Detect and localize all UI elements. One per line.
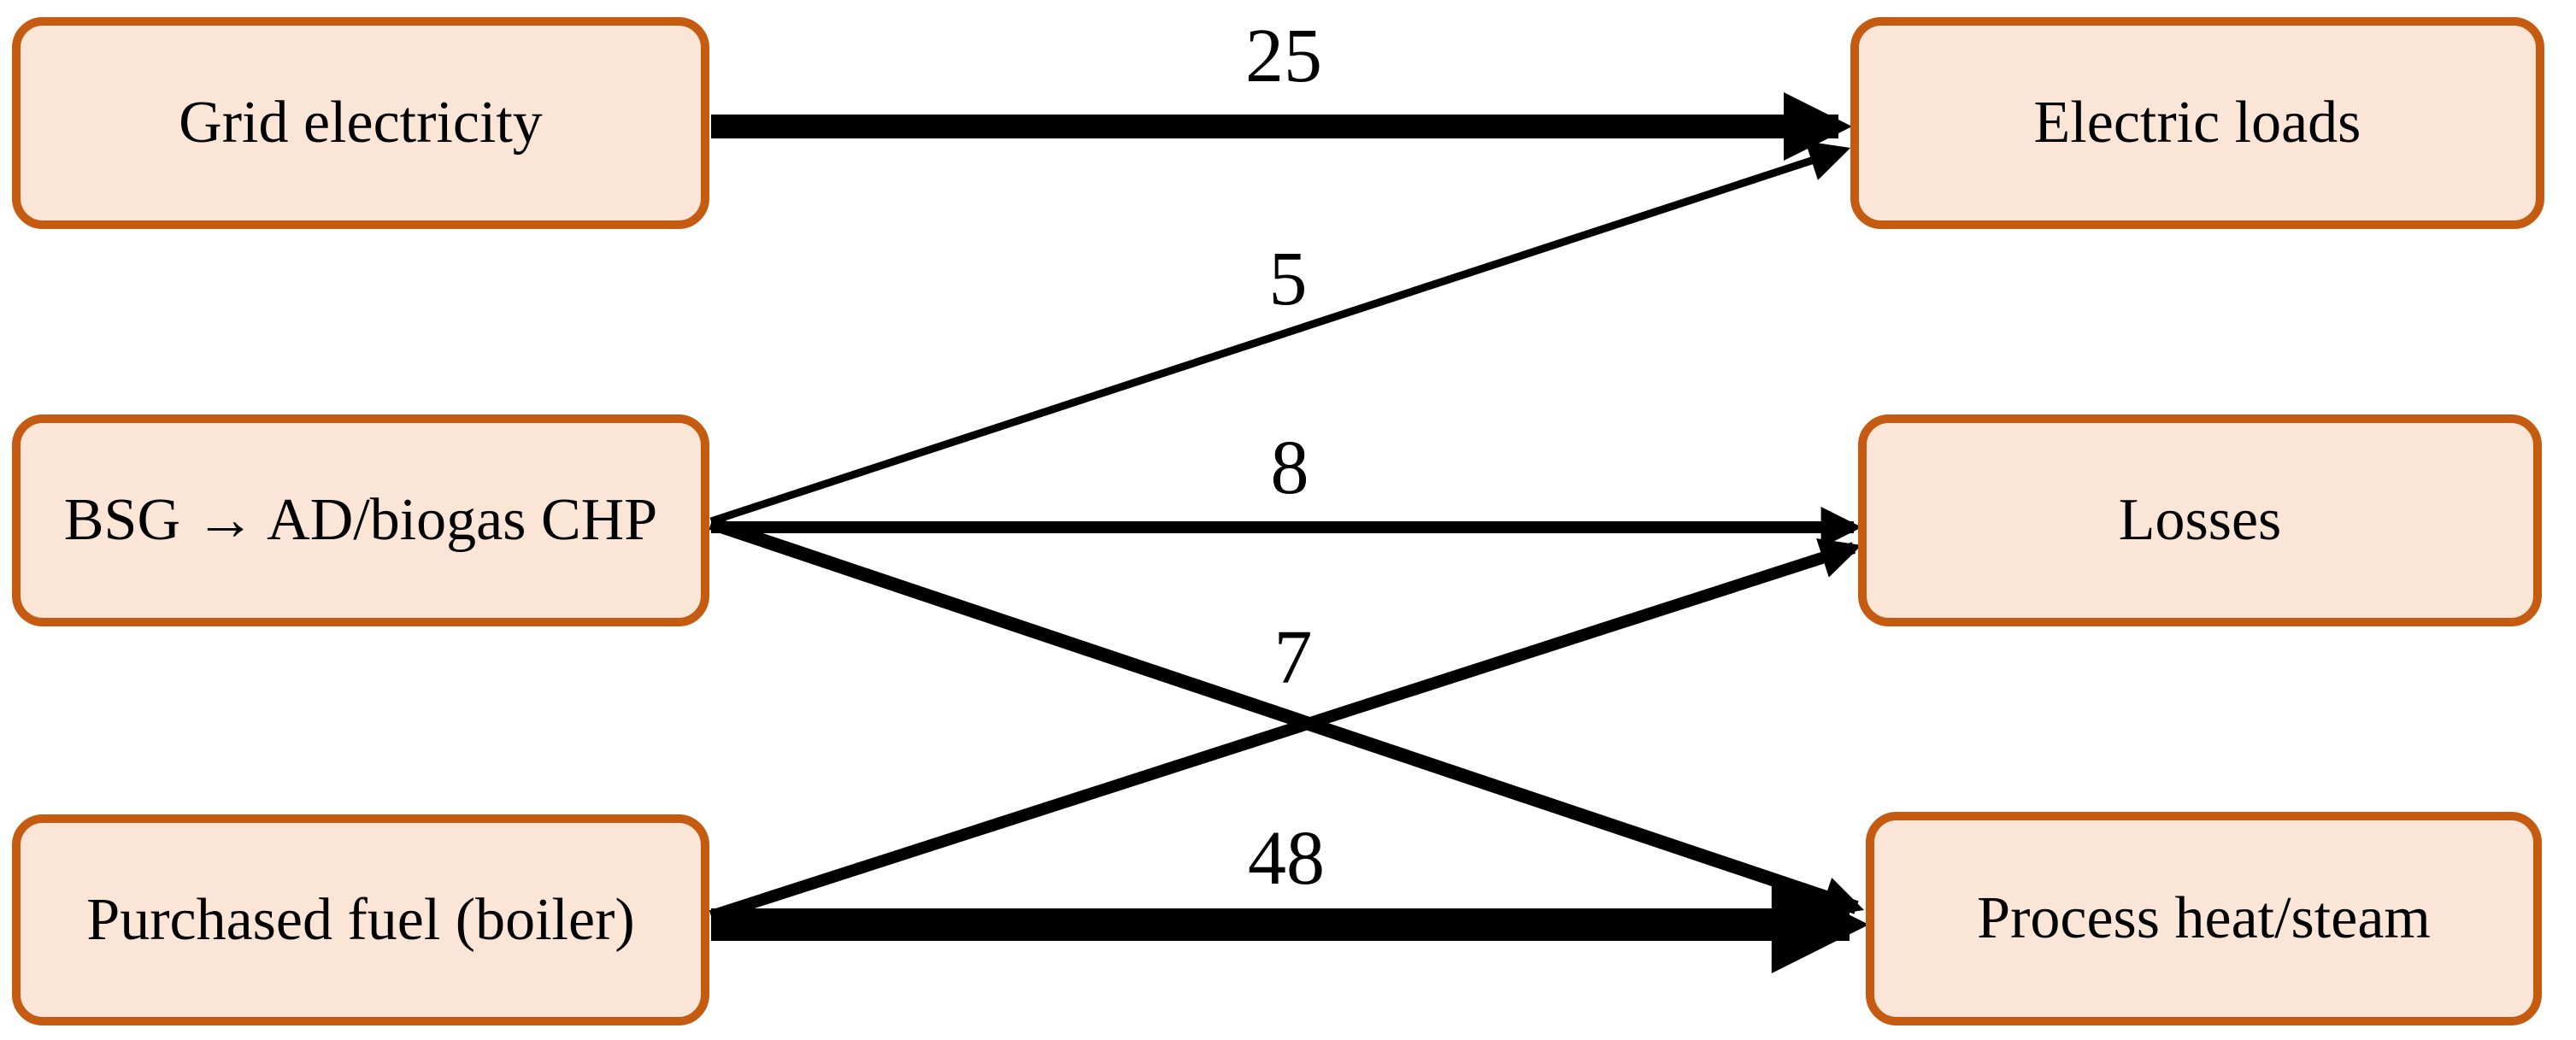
arrow-bsg-to-process-heat <box>709 516 1865 917</box>
node-losses: Losses <box>1858 414 2542 626</box>
node-electric-loads: Electric loads <box>1850 17 2544 229</box>
node-bsg-ad-biogas-chp: BSG → AD/biogas CHP <box>12 414 709 626</box>
node-label: Electric loads <box>2033 90 2361 156</box>
node-label: Losses <box>2118 487 2282 553</box>
node-process-heat-steam: Process heat/steam <box>1866 812 2542 1025</box>
node-purchased-fuel-boiler: Purchased fuel (boiler) <box>12 814 709 1025</box>
flow-value-bsg-to-heat: 7 <box>1273 615 1313 700</box>
node-grid-electricity: Grid electricity <box>12 17 709 229</box>
node-label: Process heat/steam <box>1977 885 2431 951</box>
node-label: Grid electricity <box>179 90 543 156</box>
flow-value-bsg-to-losses: 8 <box>1270 426 1309 510</box>
node-label: BSG → AD/biogas CHP <box>63 487 658 553</box>
node-label: Purchased fuel (boiler) <box>86 886 635 953</box>
flow-value-bsg-to-electric: 5 <box>1268 237 1308 321</box>
flow-value-grid-to-electric: 25 <box>1245 14 1322 98</box>
flow-value-fuel-to-heat: 48 <box>1248 816 1325 901</box>
arrow-bsg-to-electric-loads <box>709 141 1851 526</box>
arrow-fuel-to-losses <box>709 538 1862 922</box>
